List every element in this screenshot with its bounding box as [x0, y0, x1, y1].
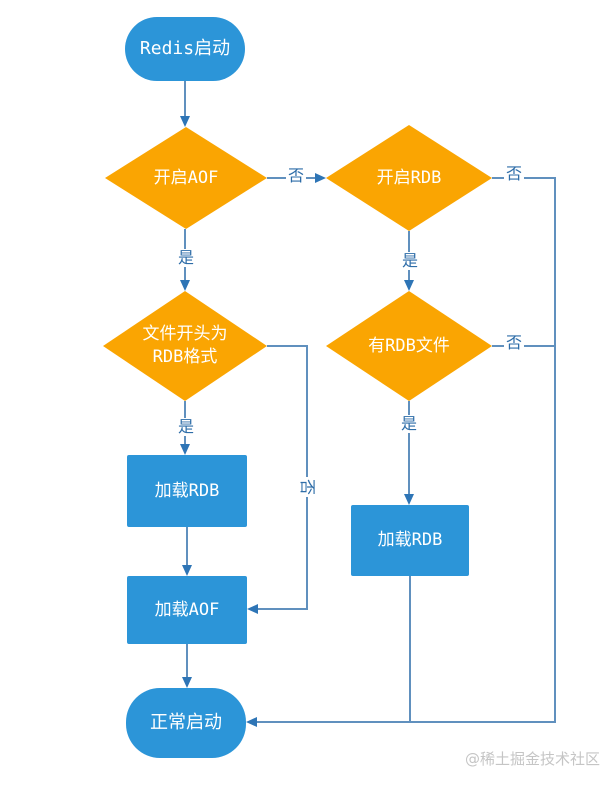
edge-label-rdb-no: 否 — [503, 164, 525, 183]
edge-label-rdb-yes: 是 — [399, 251, 421, 270]
edge-label-hasrdb-yes: 是 — [398, 414, 420, 433]
node-redis-start: Redis启动 — [125, 17, 245, 81]
edge-label-aof-no: 否 — [285, 166, 307, 185]
process-load-aof: 加载AOF — [127, 576, 247, 644]
arrowhead-into-file-header — [180, 280, 190, 291]
arrowhead-into-loadrdb-left — [180, 444, 190, 455]
edge-label-file-no: 否 — [298, 476, 317, 498]
edge-label-hasrdb-no: 否 — [503, 333, 525, 352]
edge-label-aof-yes: 是 — [175, 248, 197, 267]
arrowhead-into-rdb — [315, 173, 326, 183]
arrowhead-into-end-top — [182, 677, 192, 688]
arrowhead-into-aof — [180, 116, 190, 127]
edge-label-file-yes: 是 — [175, 417, 197, 436]
arrowhead-into-loadrdb-right — [404, 494, 414, 505]
arrowhead-into-hasrdb — [404, 280, 414, 291]
arrowhead-into-end-right — [246, 717, 257, 727]
process-load-rdb-left: 加载RDB — [127, 455, 247, 527]
process-load-rdb-right: 加载RDB — [351, 505, 469, 576]
node-normal-start-end: 正常启动 — [126, 688, 246, 758]
watermark-text: @稀土掘金技术社区 — [464, 750, 600, 768]
arrowhead-into-loadaof-right — [247, 604, 258, 614]
arrowhead-into-loadaof-top — [182, 565, 192, 576]
